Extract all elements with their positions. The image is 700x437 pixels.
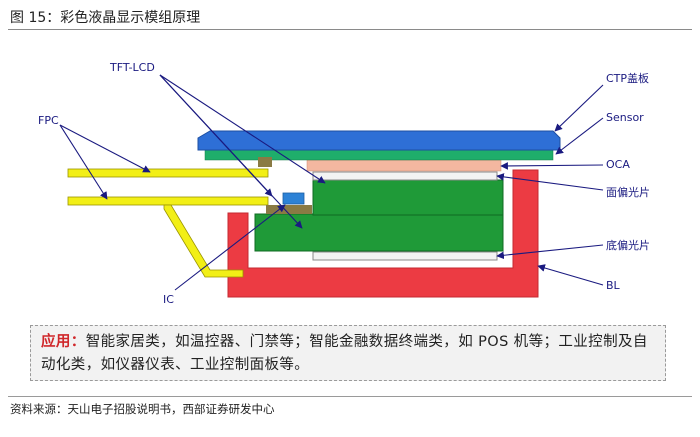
backlight-frame [227, 169, 539, 298]
spacer-block [258, 157, 272, 167]
title-divider [8, 29, 692, 30]
source-note: 资料来源：天山电子招股说明书，西部证券研发中心 [10, 402, 275, 416]
label-sensor: Sensor [606, 111, 644, 124]
ic-chip [282, 192, 305, 205]
lcd-upper-glass [312, 179, 504, 216]
application-box: 应用：智能家居类，如温控器、门禁等；智能金融数据终端类，如 POS 机等；工业控… [30, 325, 666, 381]
source-divider [8, 396, 692, 397]
label-fpc: FPC [38, 114, 59, 127]
oca-layer [306, 159, 502, 172]
application-label: 应用： [41, 334, 86, 350]
label-bl: BL [606, 279, 621, 292]
fpc-bent-strip [163, 204, 244, 278]
application-text: 智能家居类，如温控器、门禁等；智能金融数据终端类，如 POS 机等；工业控制及自… [41, 334, 648, 373]
label-oca: OCA [606, 158, 630, 171]
front-polarizer-layer [312, 171, 498, 181]
figure-title: 图 15：彩色液晶显示模组原理 [10, 10, 201, 26]
label-front-polarizer: 面偏光片 [606, 185, 650, 199]
lcd-lower-glass [254, 213, 504, 252]
fpc-strip-bottom [67, 196, 269, 206]
label-tft-lcd: TFT-LCD [109, 61, 155, 74]
bottom-polarizer-layer [312, 251, 498, 261]
label-ctp-cover: CTP盖板 [606, 71, 649, 85]
fpc-strip-top [67, 168, 269, 178]
label-ic: IC [163, 293, 174, 306]
bonding-pad [266, 205, 312, 214]
label-bottom-polarizer: 底偏光片 [606, 238, 650, 252]
ctp-cover-layer [197, 130, 561, 151]
